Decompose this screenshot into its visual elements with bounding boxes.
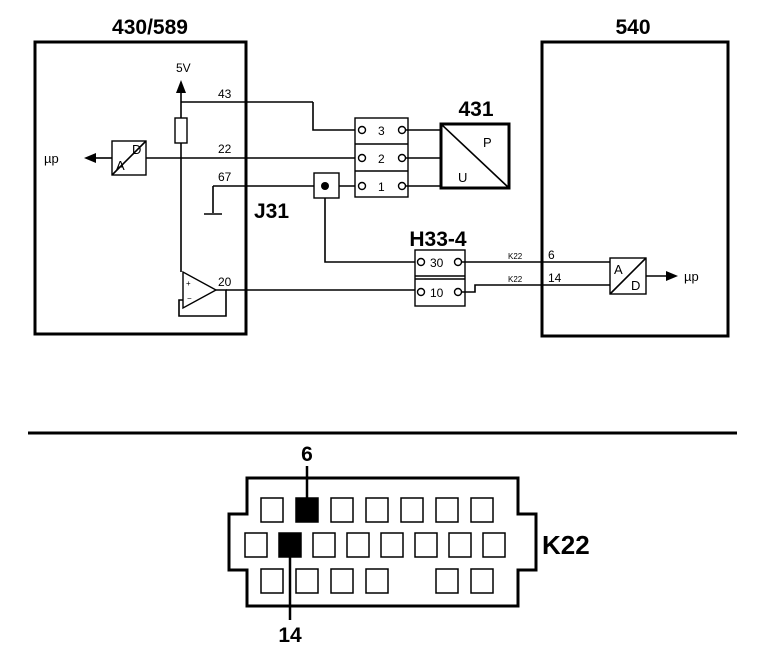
sensor-bottom-label: U	[458, 170, 467, 185]
h33-pin10-left-icon	[416, 287, 426, 297]
h33-pin30-left-icon	[416, 257, 426, 267]
wire-label-67: 67	[218, 170, 232, 184]
arrow-left-icon	[84, 153, 96, 163]
adc-right: A D µp	[609, 257, 699, 295]
k22-cavity	[470, 497, 494, 523]
pin3-right-icon	[397, 125, 407, 135]
h33-pin10-label: 10	[430, 286, 444, 300]
arrow-up-icon	[176, 80, 186, 93]
adc-left-diagonal	[111, 140, 147, 176]
adc-right-bottom-label: D	[631, 278, 640, 293]
wire-k22-14-pin: 14	[548, 271, 562, 285]
adc-left: D A µp	[44, 140, 355, 176]
op-amp-plus: +	[186, 279, 191, 288]
op-amp-minus: −	[187, 294, 192, 303]
ecu-left: 430/589	[33, 16, 248, 336]
splice-to-h33	[324, 198, 417, 263]
wire-label-20: 20	[218, 275, 232, 289]
wire-k22-6-connector: K22	[508, 252, 523, 261]
adc-left-top-label: D	[132, 142, 141, 157]
wire-label-43: 43	[218, 87, 232, 101]
connector-3pin: 3 2 1	[312, 102, 409, 198]
pin2-left-icon	[357, 153, 367, 163]
ecu-left-title: 430/589	[112, 16, 188, 39]
k22-cavity	[365, 497, 389, 523]
k22-cavity	[330, 568, 354, 594]
wire-k22-14	[462, 284, 610, 293]
pin2-right-icon	[397, 153, 407, 163]
supply-5v: 5V	[174, 61, 313, 272]
h33-pin30-label: 30	[430, 256, 444, 270]
pin1-label: 1	[378, 180, 385, 194]
pin3-left-icon	[357, 125, 367, 135]
k22-connector: 6 14 K22	[227, 443, 590, 647]
pin1-left-icon	[357, 181, 367, 191]
sensor-title: 431	[458, 98, 493, 121]
pin3-label: 3	[378, 124, 385, 138]
pin2-label: 2	[378, 152, 385, 166]
h33-title: H33-4	[409, 228, 467, 251]
k22-cavity	[482, 532, 506, 558]
k22-label: K22	[542, 530, 590, 560]
k22-cavity	[400, 497, 424, 523]
callout-6-label: 6	[301, 443, 313, 466]
h33-pin10-right-icon	[453, 287, 463, 297]
op-amp-feedback	[178, 289, 227, 317]
adc-right-top-label: A	[614, 262, 623, 277]
pin1-right-icon	[397, 181, 407, 191]
adc-left-bottom-label: A	[116, 158, 125, 173]
connector-h33-4: H33-4 30 10	[409, 228, 467, 307]
ecu-left-box	[33, 40, 248, 336]
k22-cavity	[330, 497, 354, 523]
arrow-right-icon	[666, 271, 678, 281]
splice-j31: J31	[254, 172, 417, 263]
k22-cavity	[346, 532, 370, 558]
wire-label-22: 22	[218, 142, 232, 156]
sensor-top-label: P	[483, 135, 492, 150]
right-ecu-wires: K22 6 K22 14	[462, 248, 610, 293]
k22-cavity	[295, 568, 319, 594]
supply-label: 5V	[176, 61, 191, 75]
wire-k22-6-pin: 6	[548, 248, 555, 262]
h33-pin30-right-icon	[453, 257, 463, 267]
k22-cavity	[380, 532, 404, 558]
adc-right-diagonal	[609, 257, 647, 295]
k22-cavity	[448, 532, 472, 558]
k22-cavity	[365, 568, 389, 594]
sensor-431: 431 P U	[406, 98, 511, 190]
k22-cavity	[470, 568, 494, 594]
k22-cavity	[244, 532, 268, 558]
adc-left-output-label: µp	[44, 151, 59, 166]
splice-dot-icon	[321, 182, 329, 190]
splice-label: J31	[254, 200, 289, 223]
k22-cavity-14	[278, 532, 302, 558]
k22-cavity-6	[295, 497, 319, 523]
k22-cavity	[435, 568, 459, 594]
k22-cavity	[414, 532, 438, 558]
k22-cavity	[435, 497, 459, 523]
adc-right-output-label: µp	[684, 269, 699, 284]
pullup-resistor	[174, 117, 188, 144]
callout-14-label: 14	[278, 624, 302, 647]
amplifier: + −	[178, 270, 417, 317]
op-amp-icon	[182, 270, 218, 310]
k22-cavity	[260, 497, 284, 523]
sensor-diagonal	[440, 123, 510, 189]
wire-k22-14-connector: K22	[508, 275, 523, 284]
ecu-right-title: 540	[615, 16, 650, 39]
k22-cavity	[312, 532, 336, 558]
wire-43-to-pin3	[312, 102, 357, 131]
k22-cavity	[260, 568, 284, 594]
